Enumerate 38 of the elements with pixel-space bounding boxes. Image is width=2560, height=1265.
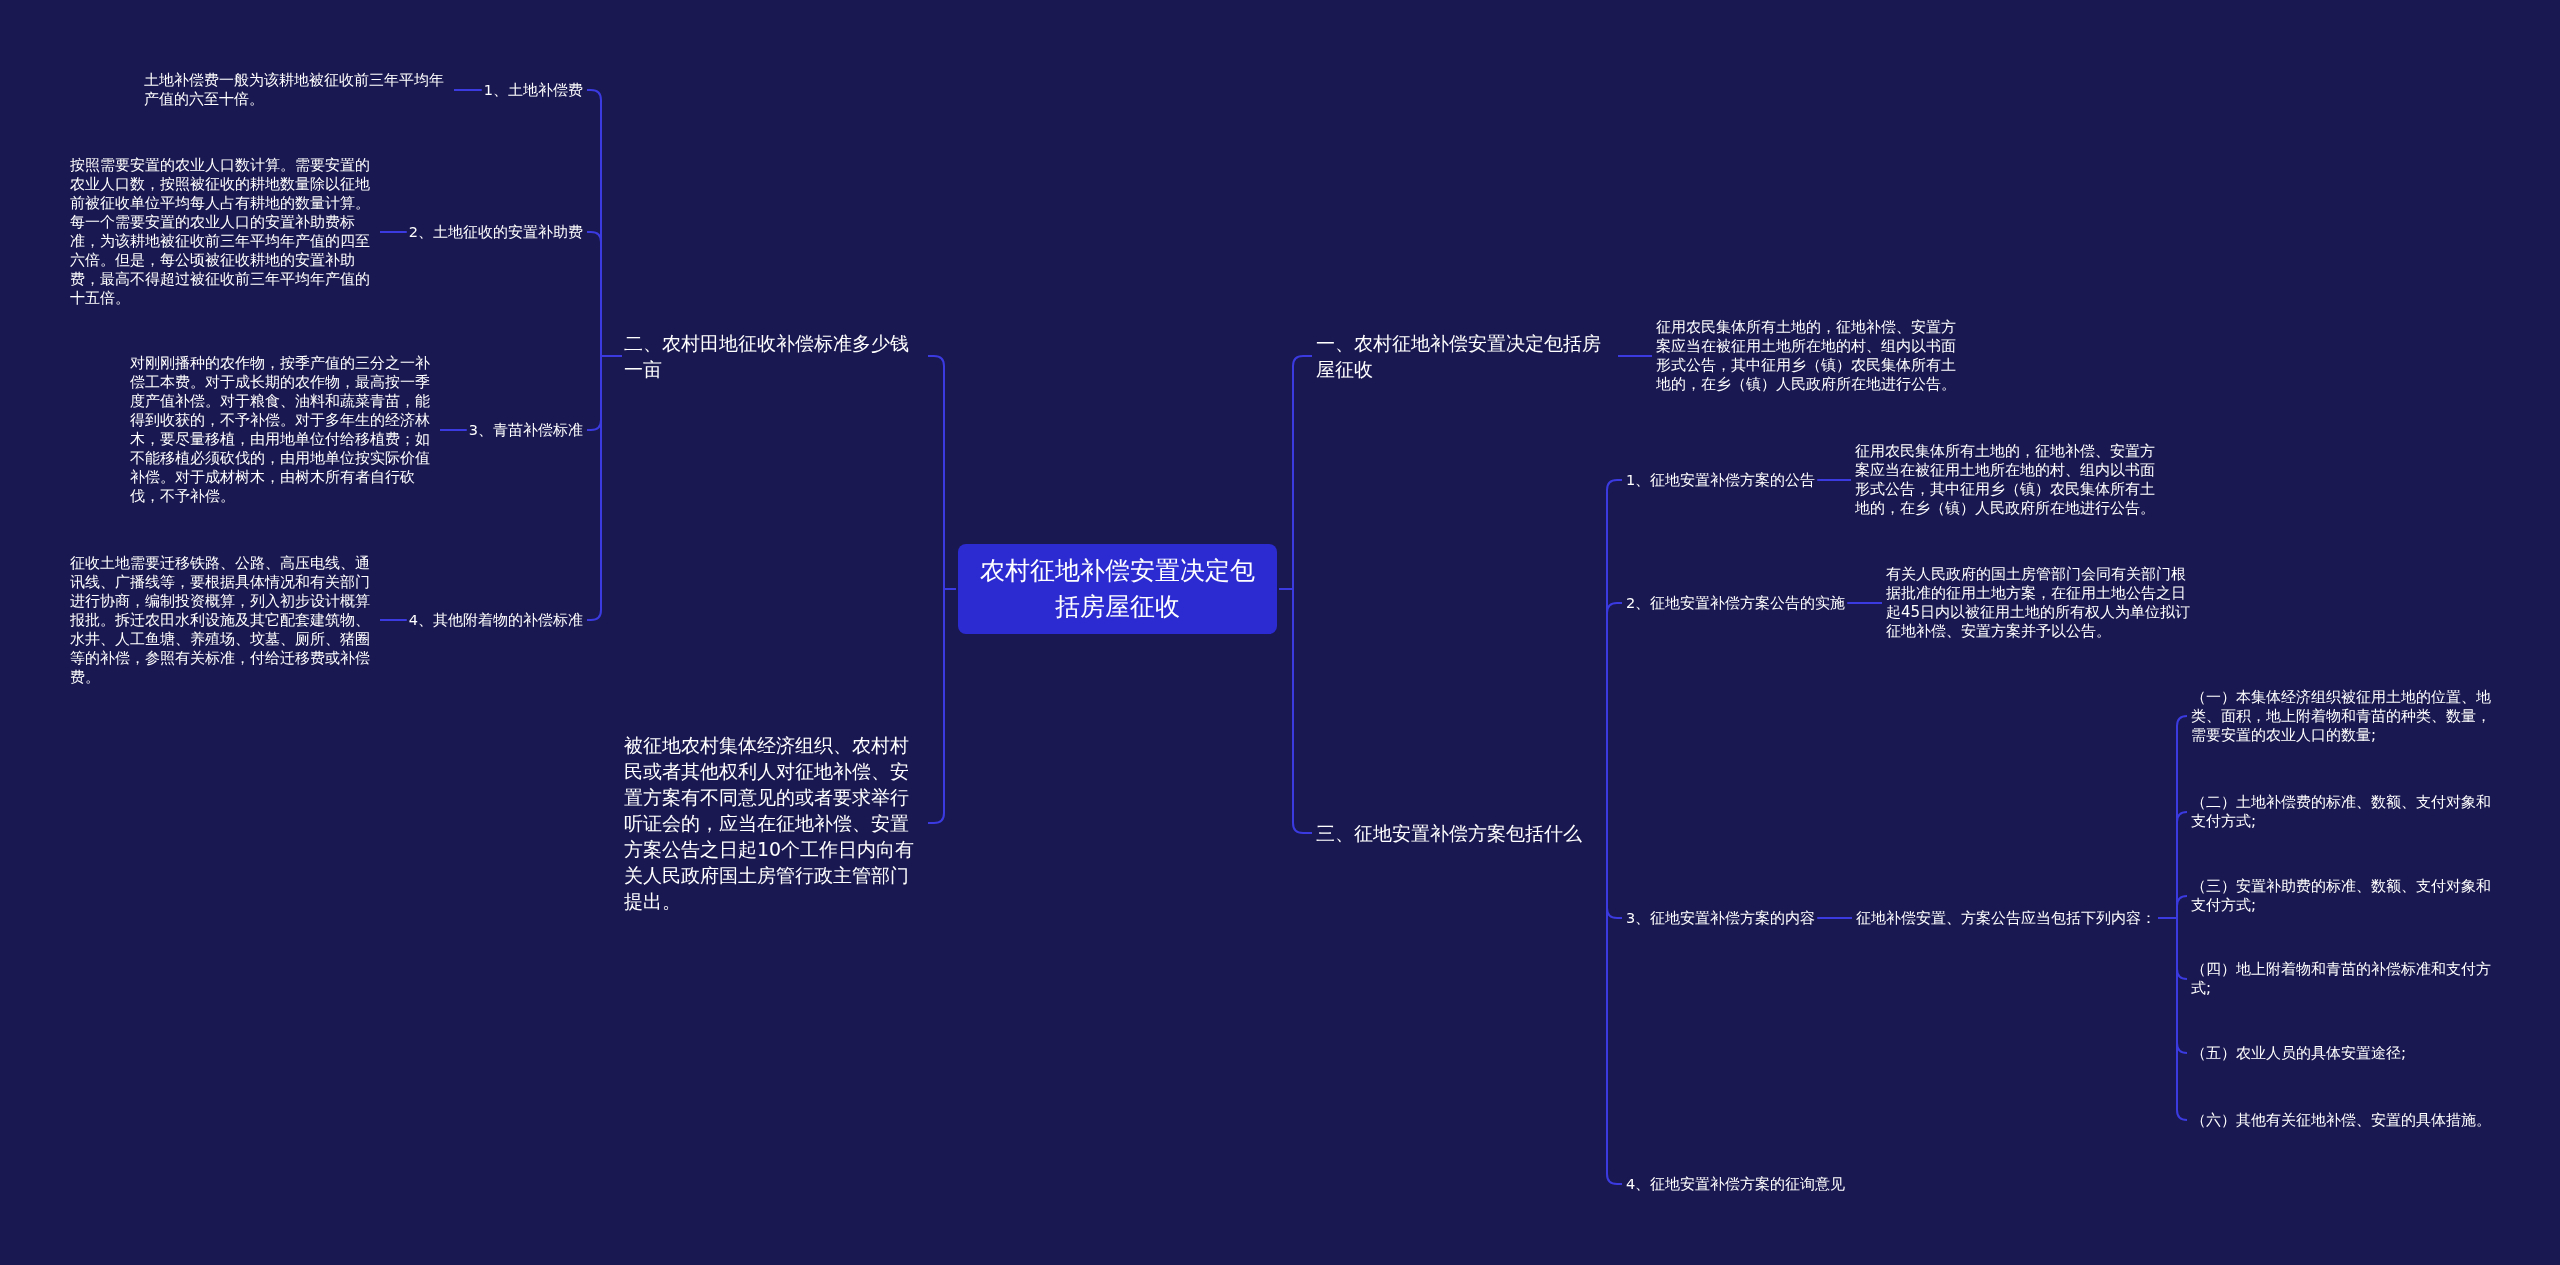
detail-text: 征用农民集体所有土地的，征地补偿、安置方案应当在被征用土地所在地的村、组内以书面形式公告，其中征用乡（镇）农民集体所有土地的，在乡（镇）人民政府所在地进行公告。 xyxy=(1656,318,1962,394)
list-item-text: （五）农业人员的具体安置途径; xyxy=(2191,1043,2501,1063)
subtopic-label: 4、征地安置补偿方案的征询意见 xyxy=(1626,1174,1846,1194)
connector-line xyxy=(453,89,483,91)
subtopic-label: 3、征地安置补偿方案的内容 xyxy=(1626,908,1816,928)
connector-line xyxy=(2157,917,2188,1121)
subtopic-label: 征地补偿安置、方案公告应当包括下列内容： xyxy=(1856,908,2156,928)
branch-heading: 三、征地安置补偿方案包括什么 xyxy=(1316,820,1606,846)
detail-text: 征用农民集体所有土地的，征地补偿、安置方案应当在被征用土地所在地的村、组内以书面形式公告，其中征用乡（镇）农民集体所有土地的，在乡（镇）人民政府所在地进行公告。 xyxy=(1855,442,2161,518)
subtopic-label: 4、其他附着物的补偿标准 xyxy=(408,610,583,630)
branch-heading: 一、农村征地补偿安置决定包括房屋征收 xyxy=(1316,330,1616,382)
subtopic-label: 2、征地安置补偿方案公告的实施 xyxy=(1626,593,1846,613)
connector-line xyxy=(1816,479,1852,481)
connector-line xyxy=(379,231,408,233)
connector-line xyxy=(1816,917,1853,919)
branch-text: 被征地农村集体经济组织、农村村民或者其他权利人对征地补偿、安置方案有不同意见的或者要求举行听证会的，应当在征地补偿、安置方案公告之日起10个工作日内向有关人民政府国土房管行政主管部门提出。 xyxy=(624,732,924,914)
connector-line xyxy=(379,619,408,621)
list-item-text: （一）本集体经济组织被征用土地的位置、地类、面积，地上附着物和青苗的种类、数量，需要安置的农业人口的数量; xyxy=(2191,687,2501,745)
detail-text: 有关人民政府的国土房管部门会同有关部门根据批准的征用土地方案，在征用土地公告之日起45日内以被征用土地的所有权人为单位拟订征地补偿、安置方案并予以公告。 xyxy=(1886,565,2192,641)
detail-text: 土地补偿费一般为该耕地被征收前三年平均年产值的六至十倍。 xyxy=(144,71,450,109)
list-item-text: （四）地上附着物和青苗的补偿标准和支付方式; xyxy=(2191,960,2501,998)
connector-line xyxy=(586,355,623,621)
subtopic-label: 2、土地征收的安置补助费 xyxy=(408,222,583,242)
connector-line xyxy=(439,429,468,431)
detail-text: 按照需要安置的农业人口数计算。需要安置的农业人口数，按照被征收的耕地数量除以征地前被征收单位平均每人占有耕地的数量计算。每一个需要安置的农业人口的安置补助费标准，为该耕地被征收前三年平均年产值的四至六倍。但是，每公顷被征收耕地的安置补助费，最高不得超过被征收前三年平均年产值的十五倍。 xyxy=(70,156,376,308)
connector-line xyxy=(1606,602,1623,834)
connector-line xyxy=(1846,602,1883,604)
subtopic-label: 1、土地补偿费 xyxy=(483,80,583,100)
subtopic-label: 3、青苗补偿标准 xyxy=(468,420,583,440)
list-item-text: （六）其他有关征地补偿、安置的具体措施。 xyxy=(2191,1110,2501,1130)
list-item-text: （三）安置补助费的标准、数额、支付对象和支付方式; xyxy=(2191,877,2501,915)
connector-line xyxy=(1617,355,1653,357)
central-topic-box: 农村征地补偿安置决定包括房屋征收 xyxy=(958,544,1277,634)
detail-text: 征收土地需要迁移铁路、公路、高压电线、通讯线、广播线等，要根据具体情况和有关部门进行协商，编制投资概算，列入初步设计概算报批。拆迁农田水利设施及其它配套建筑物、水井、人工鱼塘、养殖场、坟墓、厕所、猪圈等的补偿，参照有关标准，付给迁移费或补偿费。 xyxy=(70,553,376,687)
branch-heading: 二、农村田地征收补偿标准多少钱一亩 xyxy=(624,330,924,382)
subtopic-label: 1、征地安置补偿方案的公告 xyxy=(1626,470,1816,490)
list-item-text: （二）土地补偿费的标准、数额、支付对象和支付方式; xyxy=(2191,793,2501,831)
detail-text: 对刚刚播种的农作物，按季产值的三分之一补偿工本费。对于成长期的农作物，最高按一季度产值补偿。对于粮食、油料和蔬菜青苗，能得到收获的，不予补偿。对于多年生的经济林木，要尽量移植，由用地单位付给移植费；如不能移植必须砍伐的，由用地单位按实际价值补偿。对于成材树木，由树木所有者自行砍伐，不予补偿。 xyxy=(130,354,436,506)
